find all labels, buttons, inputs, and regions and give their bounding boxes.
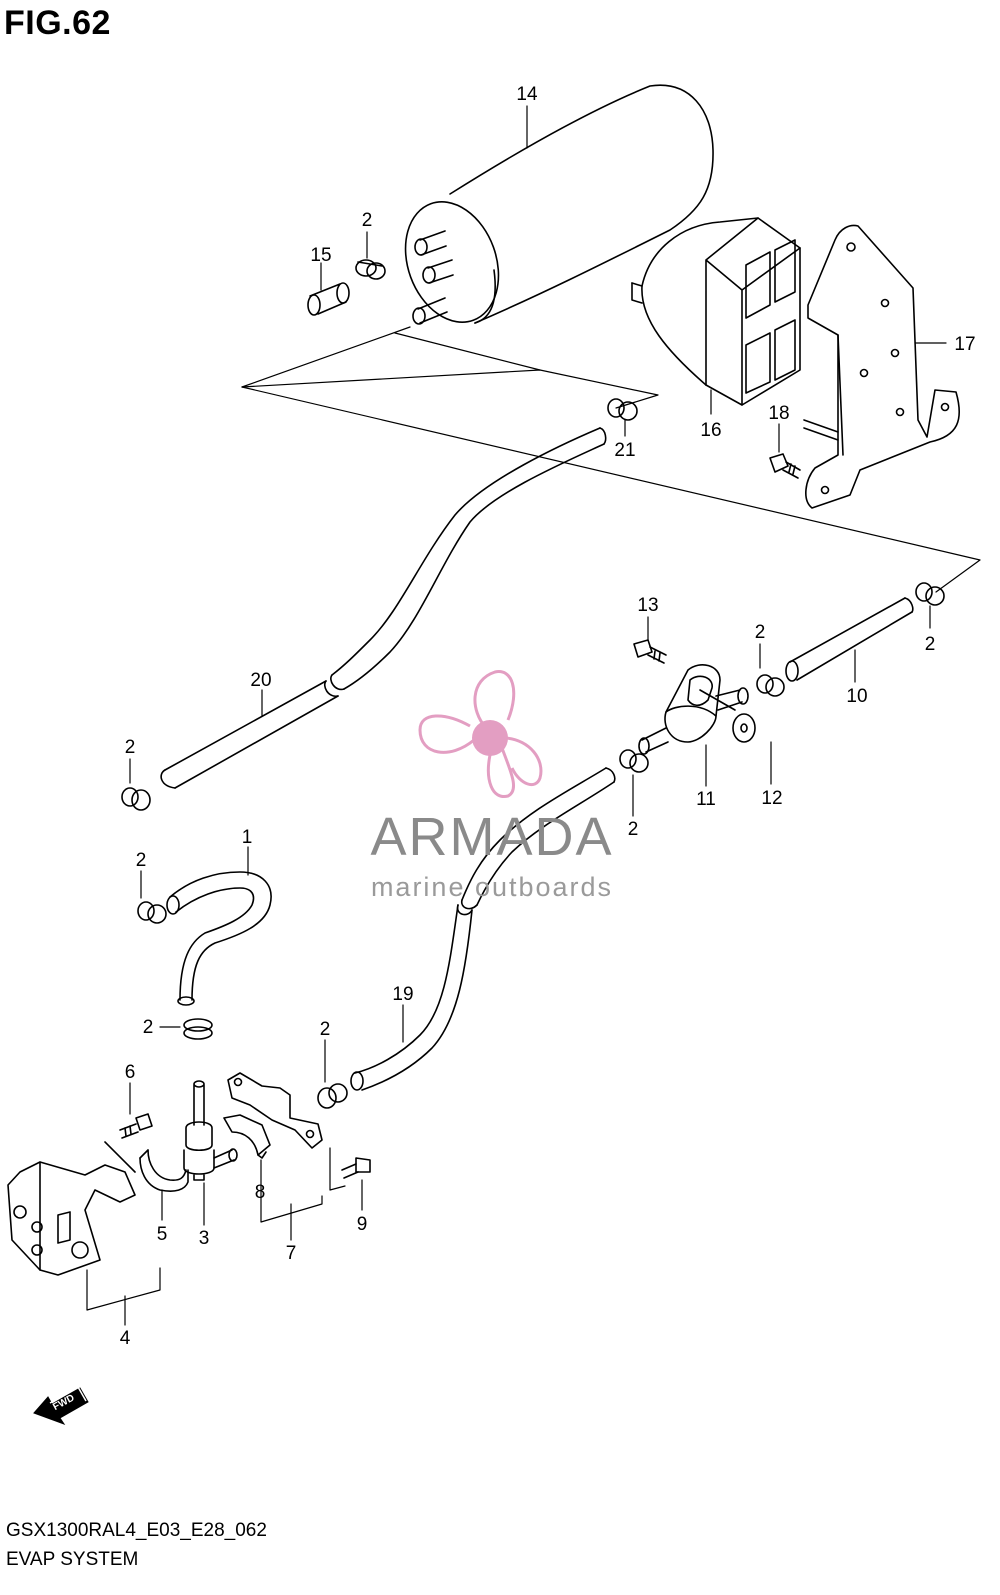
callout-2: 2 [143,1017,154,1038]
figure-title: FIG.62 [4,4,111,42]
callout-2: 2 [755,622,766,643]
diagram-code: GSX1300RAL4_E03_E28_062 [6,1520,267,1541]
callout-20: 20 [250,670,271,691]
callout-18: 18 [768,403,789,424]
clip-21-part [607,398,638,421]
callout-1: 1 [242,827,253,848]
watermark-name: ARMADA [370,807,614,867]
callout-21: 21 [614,440,635,461]
callout-17: 17 [954,334,975,355]
hose-10-part [756,582,945,697]
bolt-6-part [119,1113,153,1139]
callout-5: 5 [157,1224,168,1245]
valve-3-part [183,1080,238,1181]
callout-2: 2 [136,850,147,871]
callout-19: 19 [392,984,413,1005]
callout-3: 3 [199,1228,210,1249]
washer-12-part [732,713,756,743]
clip-part [121,787,151,811]
callout-4: 4 [120,1328,131,1349]
callout-2: 2 [628,819,639,840]
callout-7: 7 [286,1243,297,1264]
canister-part [404,84,714,325]
armada-logo-icon [418,670,543,798]
clip-part [355,259,386,280]
callout-6: 6 [125,1062,136,1083]
clamp-7-part [223,1072,323,1159]
callout-2: 2 [125,737,136,758]
hose-15-part [307,282,350,316]
callout-16: 16 [700,420,721,441]
clamp-5-part [139,1149,189,1192]
hose-20-part [160,427,607,789]
callout-11: 11 [696,789,716,810]
bolt-9-part [341,1157,371,1179]
callout-2: 2 [925,634,936,655]
hose-1-part [166,871,272,1006]
leader-lines [86,105,947,1326]
valve-11-part [638,664,749,755]
clip-part [619,749,649,773]
hose-19-part [350,767,616,1091]
bolt-13-part [633,639,667,664]
bracket-17-part [803,224,960,509]
diagram-name: EVAP SYSTEM [6,1549,139,1570]
callout-12: 12 [761,788,782,809]
callout-14: 14 [516,84,538,105]
callout-10: 10 [846,686,867,707]
callout-13: 13 [637,595,658,616]
bracket-4-part [7,1141,136,1276]
callout-15: 15 [310,245,331,266]
fwd-arrow-icon: FWD [33,1385,89,1425]
watermark-tagline: marine outboards [370,872,614,902]
callout-8: 8 [255,1182,266,1203]
clip-part [317,1083,348,1109]
bolt-18-part [769,453,801,479]
canister-holder-part [631,217,801,406]
callout-2: 2 [362,210,373,231]
clip-part [137,901,213,1040]
callout-2: 2 [320,1019,331,1040]
callout-9: 9 [357,1214,368,1235]
